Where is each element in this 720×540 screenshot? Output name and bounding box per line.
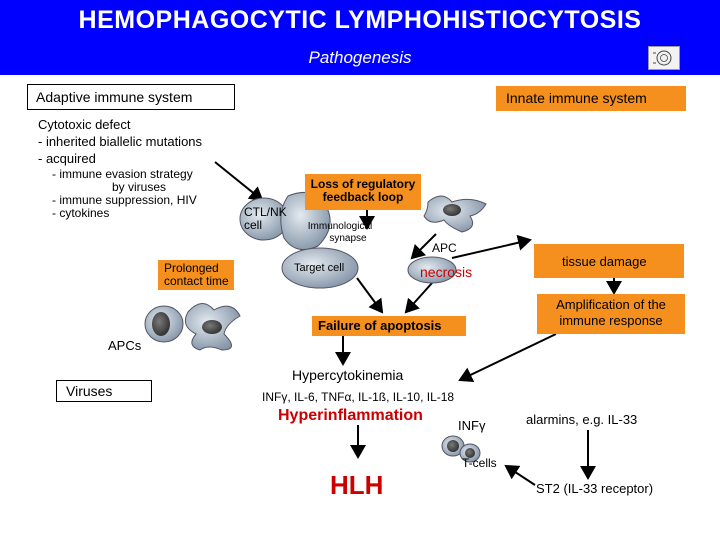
cytotoxic-defect-text: Cytotoxic defect - inherited biallelic m… bbox=[38, 117, 203, 166]
university-seal-icon bbox=[648, 46, 680, 70]
necrosis-label: necrosis bbox=[420, 264, 473, 280]
page-subtitle: Pathogenesis bbox=[308, 48, 412, 67]
st2-label: ST2 (IL-33 receptor) bbox=[536, 481, 654, 496]
infg-label: INFγ bbox=[458, 418, 486, 433]
immunological-synapse-label: Immunological synapse bbox=[307, 221, 373, 244]
alarmins-label: alarmins, e.g. IL-33 bbox=[526, 412, 638, 427]
arrow-amplification-to-hyper bbox=[458, 333, 557, 383]
tcell-nucleus-icon-1 bbox=[447, 440, 459, 452]
tcell-nucleus-icon-2 bbox=[465, 448, 475, 458]
arrow-st2-to-tcells bbox=[504, 464, 536, 486]
hlh-label: HLH bbox=[330, 470, 384, 500]
target-cell-label: Target cell bbox=[294, 262, 345, 274]
arrow-apc-to-necrosis bbox=[410, 233, 437, 260]
amplification-box: Amplification of the immune response bbox=[537, 294, 685, 334]
apcs-round-nucleus-icon bbox=[152, 312, 170, 336]
target-cell-icon bbox=[281, 247, 359, 289]
apc-nucleus-icon bbox=[443, 204, 461, 216]
apc-label: APC bbox=[432, 241, 457, 255]
hyperinflammation-label: Hyperinflammation bbox=[278, 407, 423, 424]
arrow-target-to-failure bbox=[356, 277, 384, 314]
page-title: HEMOPHAGOCYTIC LYMPHOHISTIOCYTOSIS bbox=[78, 6, 642, 34]
arrow-cytotoxic-to-ctl bbox=[214, 161, 264, 202]
ctl-nk-label: CTL/NK cell bbox=[244, 205, 287, 232]
tissue-damage-box: tissue damage bbox=[534, 244, 684, 278]
loss-of-regulatory-feedback-box: Loss of regulatory feedback loop bbox=[305, 174, 421, 210]
adaptive-immune-system-label: Adaptive immune system bbox=[27, 84, 235, 110]
hypercytokinemia-label: Hypercytokinemia bbox=[292, 367, 404, 383]
necrosis-cell-icon bbox=[407, 256, 457, 284]
arrow-necrosis-to-tissue bbox=[451, 234, 532, 259]
innate-immune-system-label: Innate immune system bbox=[496, 86, 686, 111]
viruses-label: Viruses bbox=[56, 380, 152, 402]
apcs-dendritic-nucleus-icon bbox=[202, 320, 222, 334]
immune-evasion-text: - immune evasion strategy by viruses - i… bbox=[52, 167, 197, 220]
header-bar: HEMOPHAGOCYTIC LYMPHOHISTIOCYTOSIS Patho… bbox=[0, 0, 720, 75]
tcells-label: T-cells bbox=[462, 456, 497, 470]
apcs-label: APCs bbox=[108, 338, 142, 353]
cytokine-list: INFγ, IL-6, TNFα, IL-1ß, IL-10, IL-18 bbox=[262, 390, 455, 404]
arrow-necrosis-to-failure bbox=[404, 282, 433, 314]
failure-of-apoptosis-box: Failure of apoptosis bbox=[312, 316, 466, 336]
prolonged-contact-time-box: Prolonged contact time bbox=[158, 260, 234, 290]
